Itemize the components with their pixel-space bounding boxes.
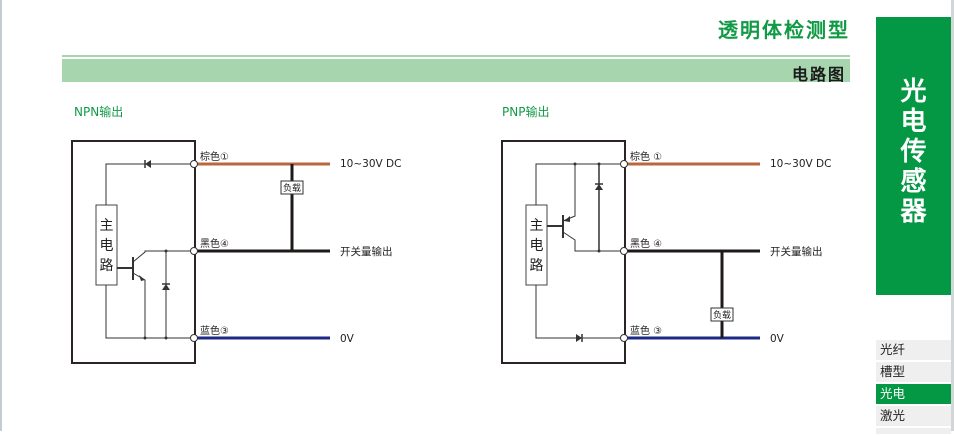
terminal-node — [190, 247, 198, 255]
side-tab-char: 传 — [900, 137, 927, 167]
side-tab-char: 电 — [900, 107, 927, 137]
category-nav: 光纤 槽型 光电 激光 — [876, 340, 951, 436]
terminal-label-ground: 0V — [770, 333, 785, 345]
main-circuit-char: 路 — [100, 258, 114, 274]
terminal-node — [190, 334, 198, 342]
internal-wiring — [105, 163, 194, 339]
terminal-node — [620, 247, 628, 255]
diode-icon — [595, 183, 603, 190]
diode-icon — [144, 160, 151, 168]
main-circuit-char: 路 — [530, 258, 544, 274]
main-circuit-char: 主 — [100, 218, 114, 234]
pnp-diagram-title: PNP输出 — [502, 105, 550, 119]
pnp-circuit-diagram: 主 电 路 负载 棕色 ① 黑色 ④ 蓝色 ③ 10~30V DC 开关量输出 … — [501, 140, 831, 364]
sensor-housing — [501, 140, 626, 364]
side-tab-char: 器 — [900, 197, 927, 227]
load-label: 负载 — [713, 309, 731, 321]
junction-dot — [573, 162, 577, 166]
load-label: 负载 — [283, 182, 301, 194]
transistor-emitter-arrow — [564, 216, 570, 222]
internal-wiring — [535, 163, 624, 339]
sensor-housing — [71, 140, 196, 364]
junction-dot — [164, 336, 168, 340]
header-divider — [62, 55, 850, 57]
transistor-emitter-arrow — [139, 275, 145, 281]
section-title: 电路图 — [791, 65, 846, 84]
wire-label-black: 黑色④ — [200, 237, 229, 250]
wire-label-brown: 棕色① — [200, 150, 229, 163]
main-circuit-char: 电 — [530, 238, 544, 254]
npn-diagram-title: NPN输出 — [74, 105, 124, 119]
section-header-bar: 电路图 — [62, 59, 850, 84]
junction-dot — [597, 249, 601, 253]
page-title: 透明体检测型 — [718, 18, 850, 42]
category-side-tab-label: 光电传感器 — [876, 77, 951, 227]
junction-dot — [143, 336, 147, 340]
diode-icon — [162, 283, 170, 290]
npn-circuit-diagram: 主 电 路 负载 棕色① 黑色④ 蓝色③ 10~30V DC 开关量输出 0V — [71, 140, 401, 364]
terminal-label-output: 开关量输出 — [770, 245, 823, 258]
side-tab-char: 光 — [900, 77, 927, 107]
terminal-label-ground: 0V — [340, 333, 355, 345]
nav-item-photoelectric[interactable]: 光电 — [876, 384, 951, 404]
terminal-node — [620, 334, 628, 342]
nav-item-laser[interactable]: 激光 — [876, 406, 951, 426]
terminal-label-output: 开关量输出 — [340, 245, 393, 258]
main-circuit-char: 主 — [530, 218, 544, 234]
wire-label-black: 黑色 ④ — [630, 237, 662, 250]
terminal-node — [190, 160, 198, 168]
junction-dot — [597, 162, 601, 166]
nav-item-fiber[interactable]: 光纤 — [876, 340, 951, 360]
wire-label-brown: 棕色 ① — [630, 150, 662, 163]
page-right-border — [951, 0, 954, 431]
terminal-label-power: 10~30V DC — [340, 158, 401, 170]
category-side-tab: 光电传感器 — [876, 17, 951, 295]
terminal-node — [620, 160, 628, 168]
main-circuit-char: 电 — [100, 238, 114, 254]
load-box — [280, 180, 304, 195]
load-box — [710, 307, 734, 322]
wire-label-blue: 蓝色 ③ — [630, 324, 662, 337]
nav-item-more[interactable] — [876, 428, 951, 434]
terminal-label-power: 10~30V DC — [770, 158, 831, 170]
side-tab-char: 感 — [900, 167, 927, 197]
page-left-border — [0, 0, 2, 431]
diode-icon — [576, 334, 583, 342]
wire-label-blue: 蓝色③ — [200, 324, 229, 337]
nav-item-slot[interactable]: 槽型 — [876, 362, 951, 382]
junction-dot — [164, 249, 168, 253]
